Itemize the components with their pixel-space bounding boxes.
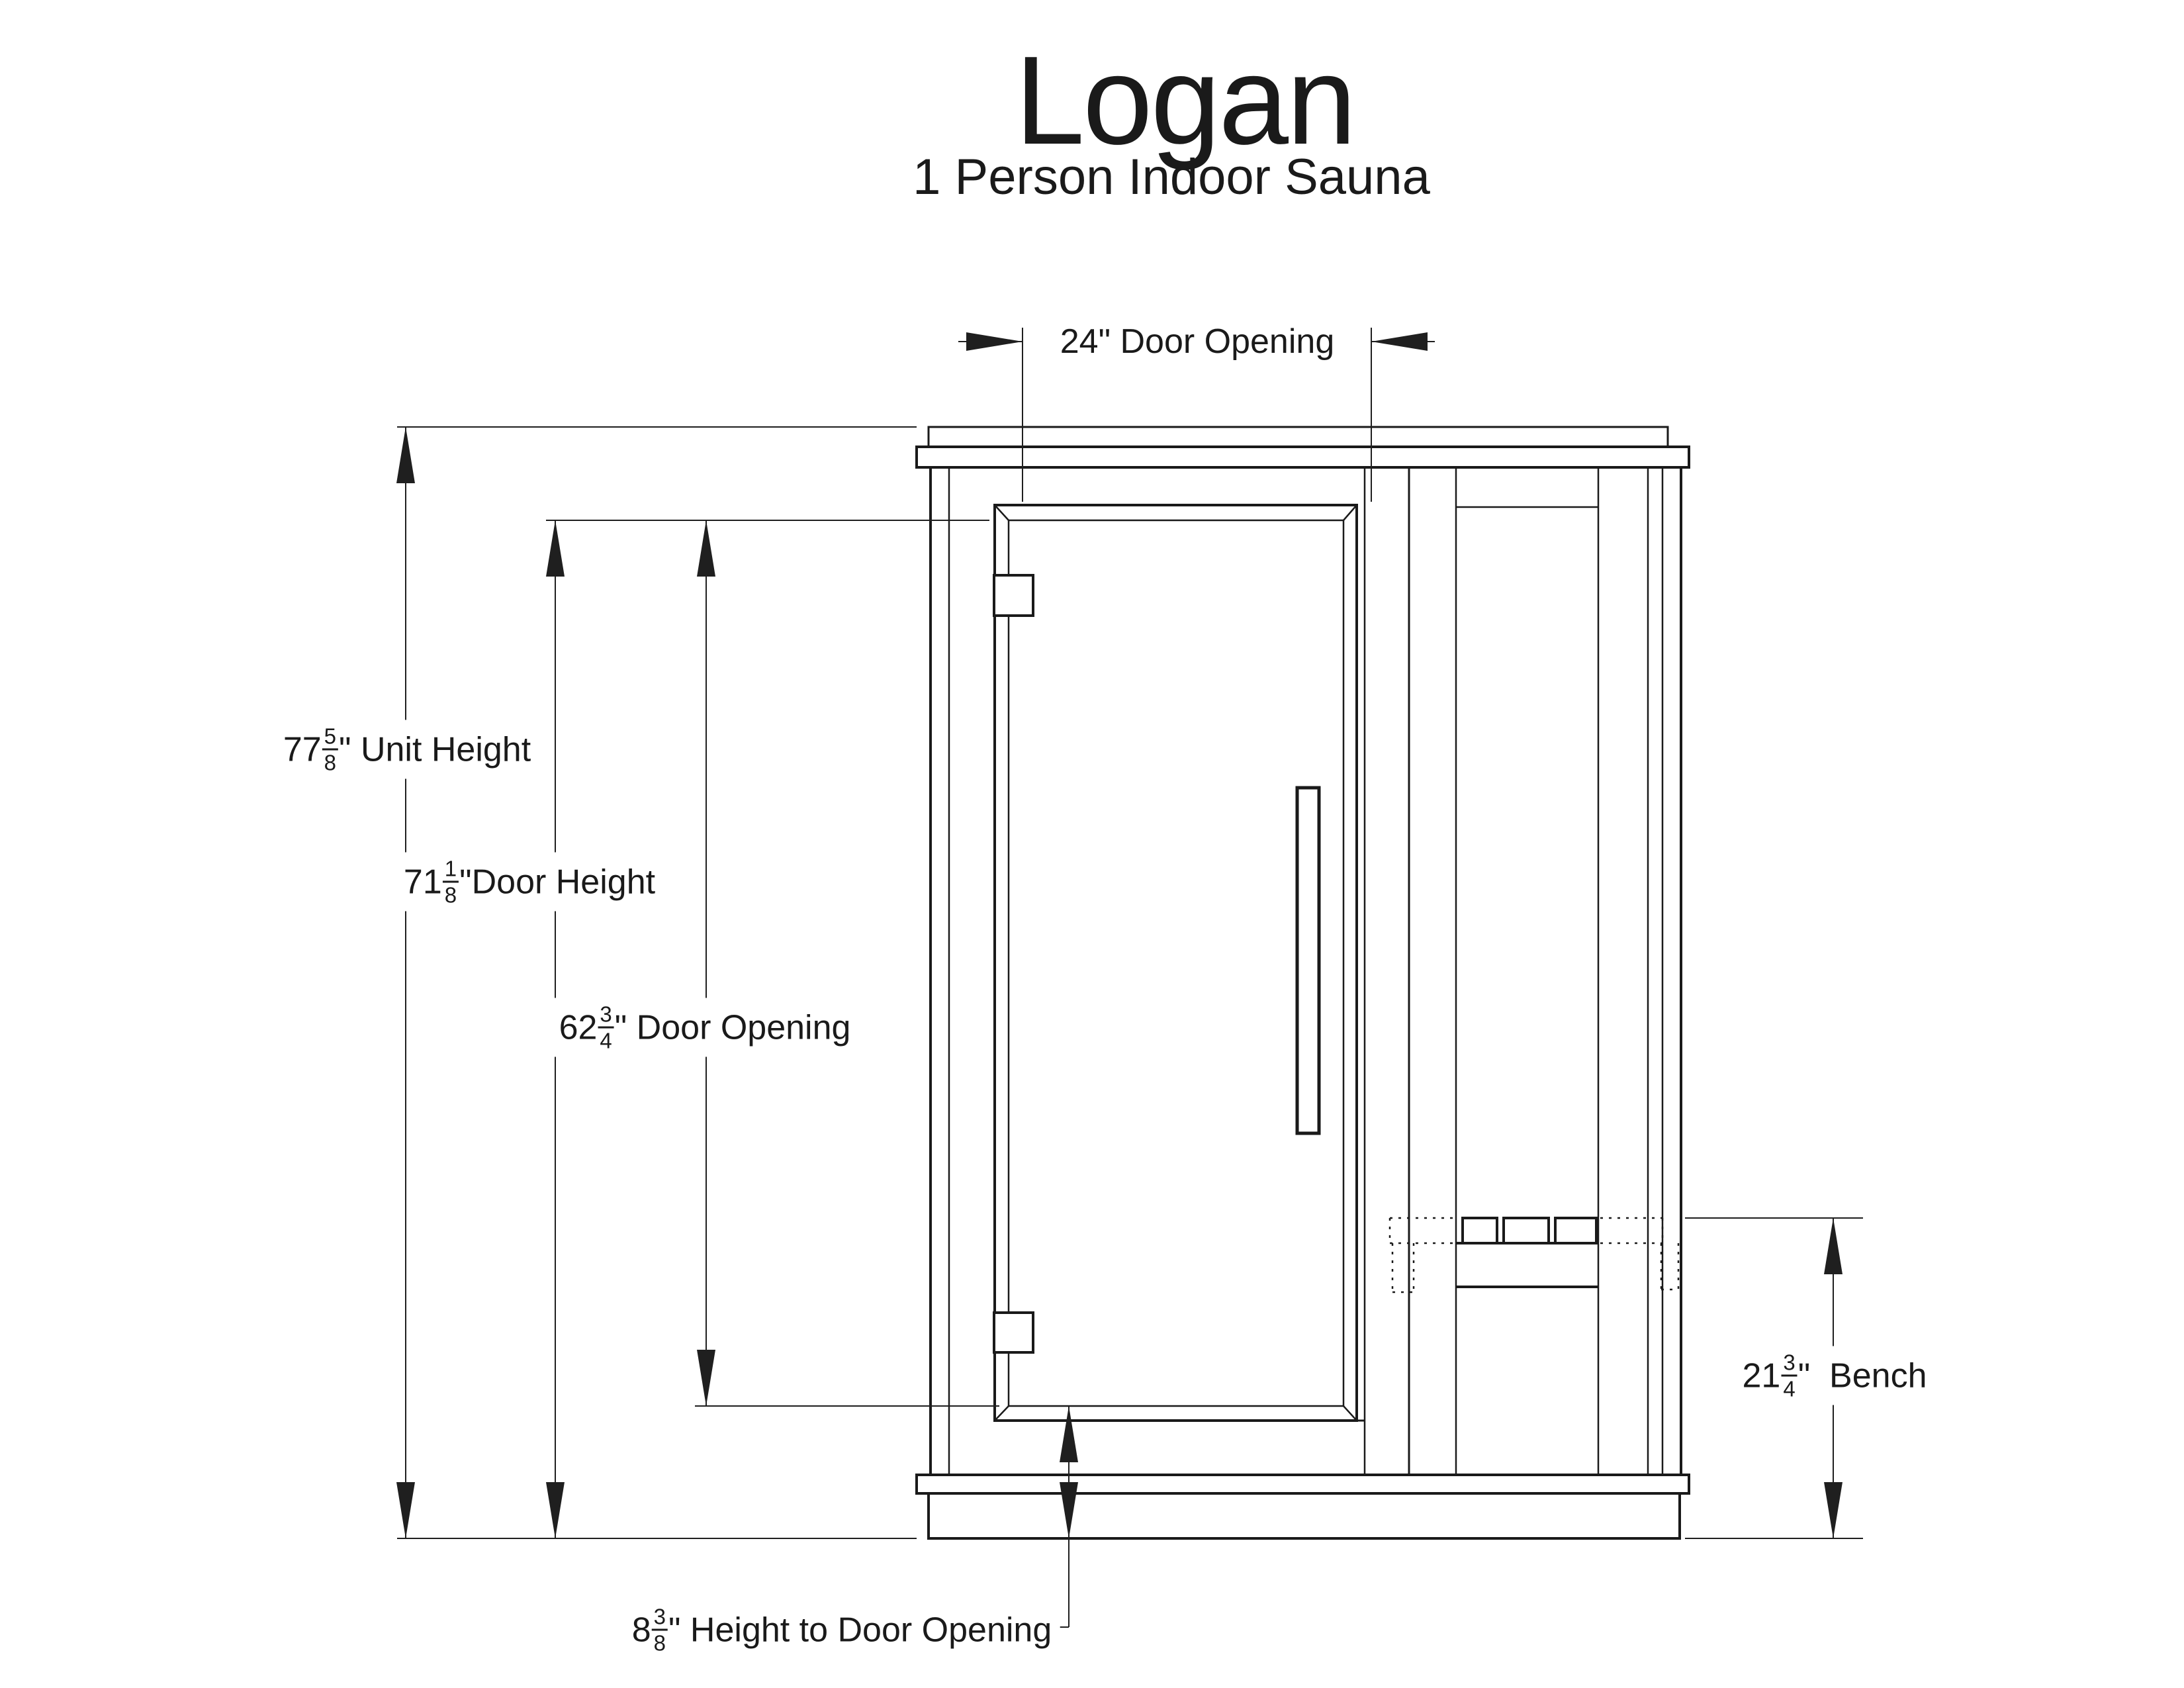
door-miter-top-right bbox=[1343, 504, 1357, 521]
page-title: Logan bbox=[1015, 30, 1356, 171]
label-suffix: "Door Height bbox=[459, 863, 656, 901]
label-suffix: " Height to Door Opening bbox=[668, 1611, 1052, 1649]
fraction-numerator: 3 bbox=[651, 1606, 668, 1631]
dim-unit-height bbox=[396, 426, 917, 1538]
arrowhead-down-icon bbox=[1824, 1482, 1843, 1538]
fraction-numerator: 3 bbox=[1781, 1352, 1797, 1377]
arrowhead-down-icon bbox=[1060, 1482, 1078, 1538]
arrowhead-down-icon bbox=[546, 1482, 565, 1538]
fraction-denominator: 8 bbox=[653, 1630, 666, 1656]
page-subtitle: 1 Person Indoor Sauna bbox=[913, 149, 1430, 205]
cabinet-frame bbox=[929, 467, 1682, 1475]
arrowhead-up-icon bbox=[1824, 1218, 1843, 1274]
door-hinge-top bbox=[993, 574, 1034, 617]
base-plinth bbox=[915, 1474, 1690, 1540]
arrowhead-right-icon bbox=[966, 332, 1023, 351]
label-whole-number: 21 bbox=[1742, 1356, 1781, 1395]
bench-slat-3 bbox=[1554, 1217, 1598, 1244]
base-kick-board bbox=[927, 1492, 1681, 1540]
bench-slat-2 bbox=[1502, 1217, 1550, 1244]
label-whole-number: 71 bbox=[403, 863, 442, 901]
fraction-numerator: 3 bbox=[598, 1004, 614, 1029]
label-suffix: " Unit Height bbox=[339, 730, 531, 769]
label-door-opening-width: 24" Door Opening bbox=[1052, 319, 1343, 364]
door-outer-frame bbox=[993, 504, 1358, 1422]
fraction-numerator: 5 bbox=[322, 726, 339, 751]
door-glass-inner-frame bbox=[1007, 519, 1345, 1407]
bench-slat-1 bbox=[1461, 1217, 1498, 1244]
label-text: 24" Door Opening bbox=[1060, 322, 1335, 361]
fraction-denominator: 8 bbox=[444, 882, 457, 908]
roof-top-slab bbox=[927, 426, 1669, 448]
roof-crown-slab bbox=[915, 445, 1690, 469]
fraction-numerator: 1 bbox=[442, 858, 459, 883]
arrowhead-up-icon bbox=[546, 520, 565, 577]
dim-door-opening-width bbox=[958, 328, 1435, 502]
door-hinge-bottom bbox=[993, 1311, 1034, 1354]
fraction-denominator: 4 bbox=[1783, 1376, 1796, 1401]
hidden-bench-heater-outline bbox=[1388, 1217, 1680, 1293]
arrowhead-up-icon bbox=[1060, 1406, 1078, 1462]
label-whole-number: 8 bbox=[631, 1611, 651, 1649]
roof-cap bbox=[915, 426, 1690, 469]
door-miter-top-left bbox=[994, 504, 1009, 521]
glass-door bbox=[993, 504, 1365, 1422]
arrowhead-down-icon bbox=[396, 1482, 415, 1538]
door-miter-bottom-left bbox=[994, 1405, 1009, 1421]
dim-height-to-door-opening bbox=[1030, 1406, 1078, 1628]
bench bbox=[1456, 1217, 1598, 1288]
door-miter-bottom-right bbox=[1343, 1405, 1357, 1421]
arrowhead-up-icon bbox=[697, 520, 715, 577]
label-whole-number: 62 bbox=[559, 1008, 598, 1047]
arrowhead-up-icon bbox=[396, 427, 415, 483]
label-suffix: " Door Opening bbox=[614, 1008, 851, 1047]
label-suffix: " Bench bbox=[1797, 1356, 1927, 1395]
arrowhead-down-icon bbox=[697, 1350, 715, 1406]
fraction-denominator: 8 bbox=[324, 750, 337, 775]
fraction-denominator: 4 bbox=[600, 1028, 612, 1053]
door-handle-bar bbox=[1295, 786, 1321, 1135]
dim-door-opening-height bbox=[695, 520, 999, 1407]
arrowhead-left-icon bbox=[1371, 332, 1428, 351]
base-top-board bbox=[915, 1474, 1690, 1495]
label-whole-number: 77 bbox=[283, 730, 322, 769]
